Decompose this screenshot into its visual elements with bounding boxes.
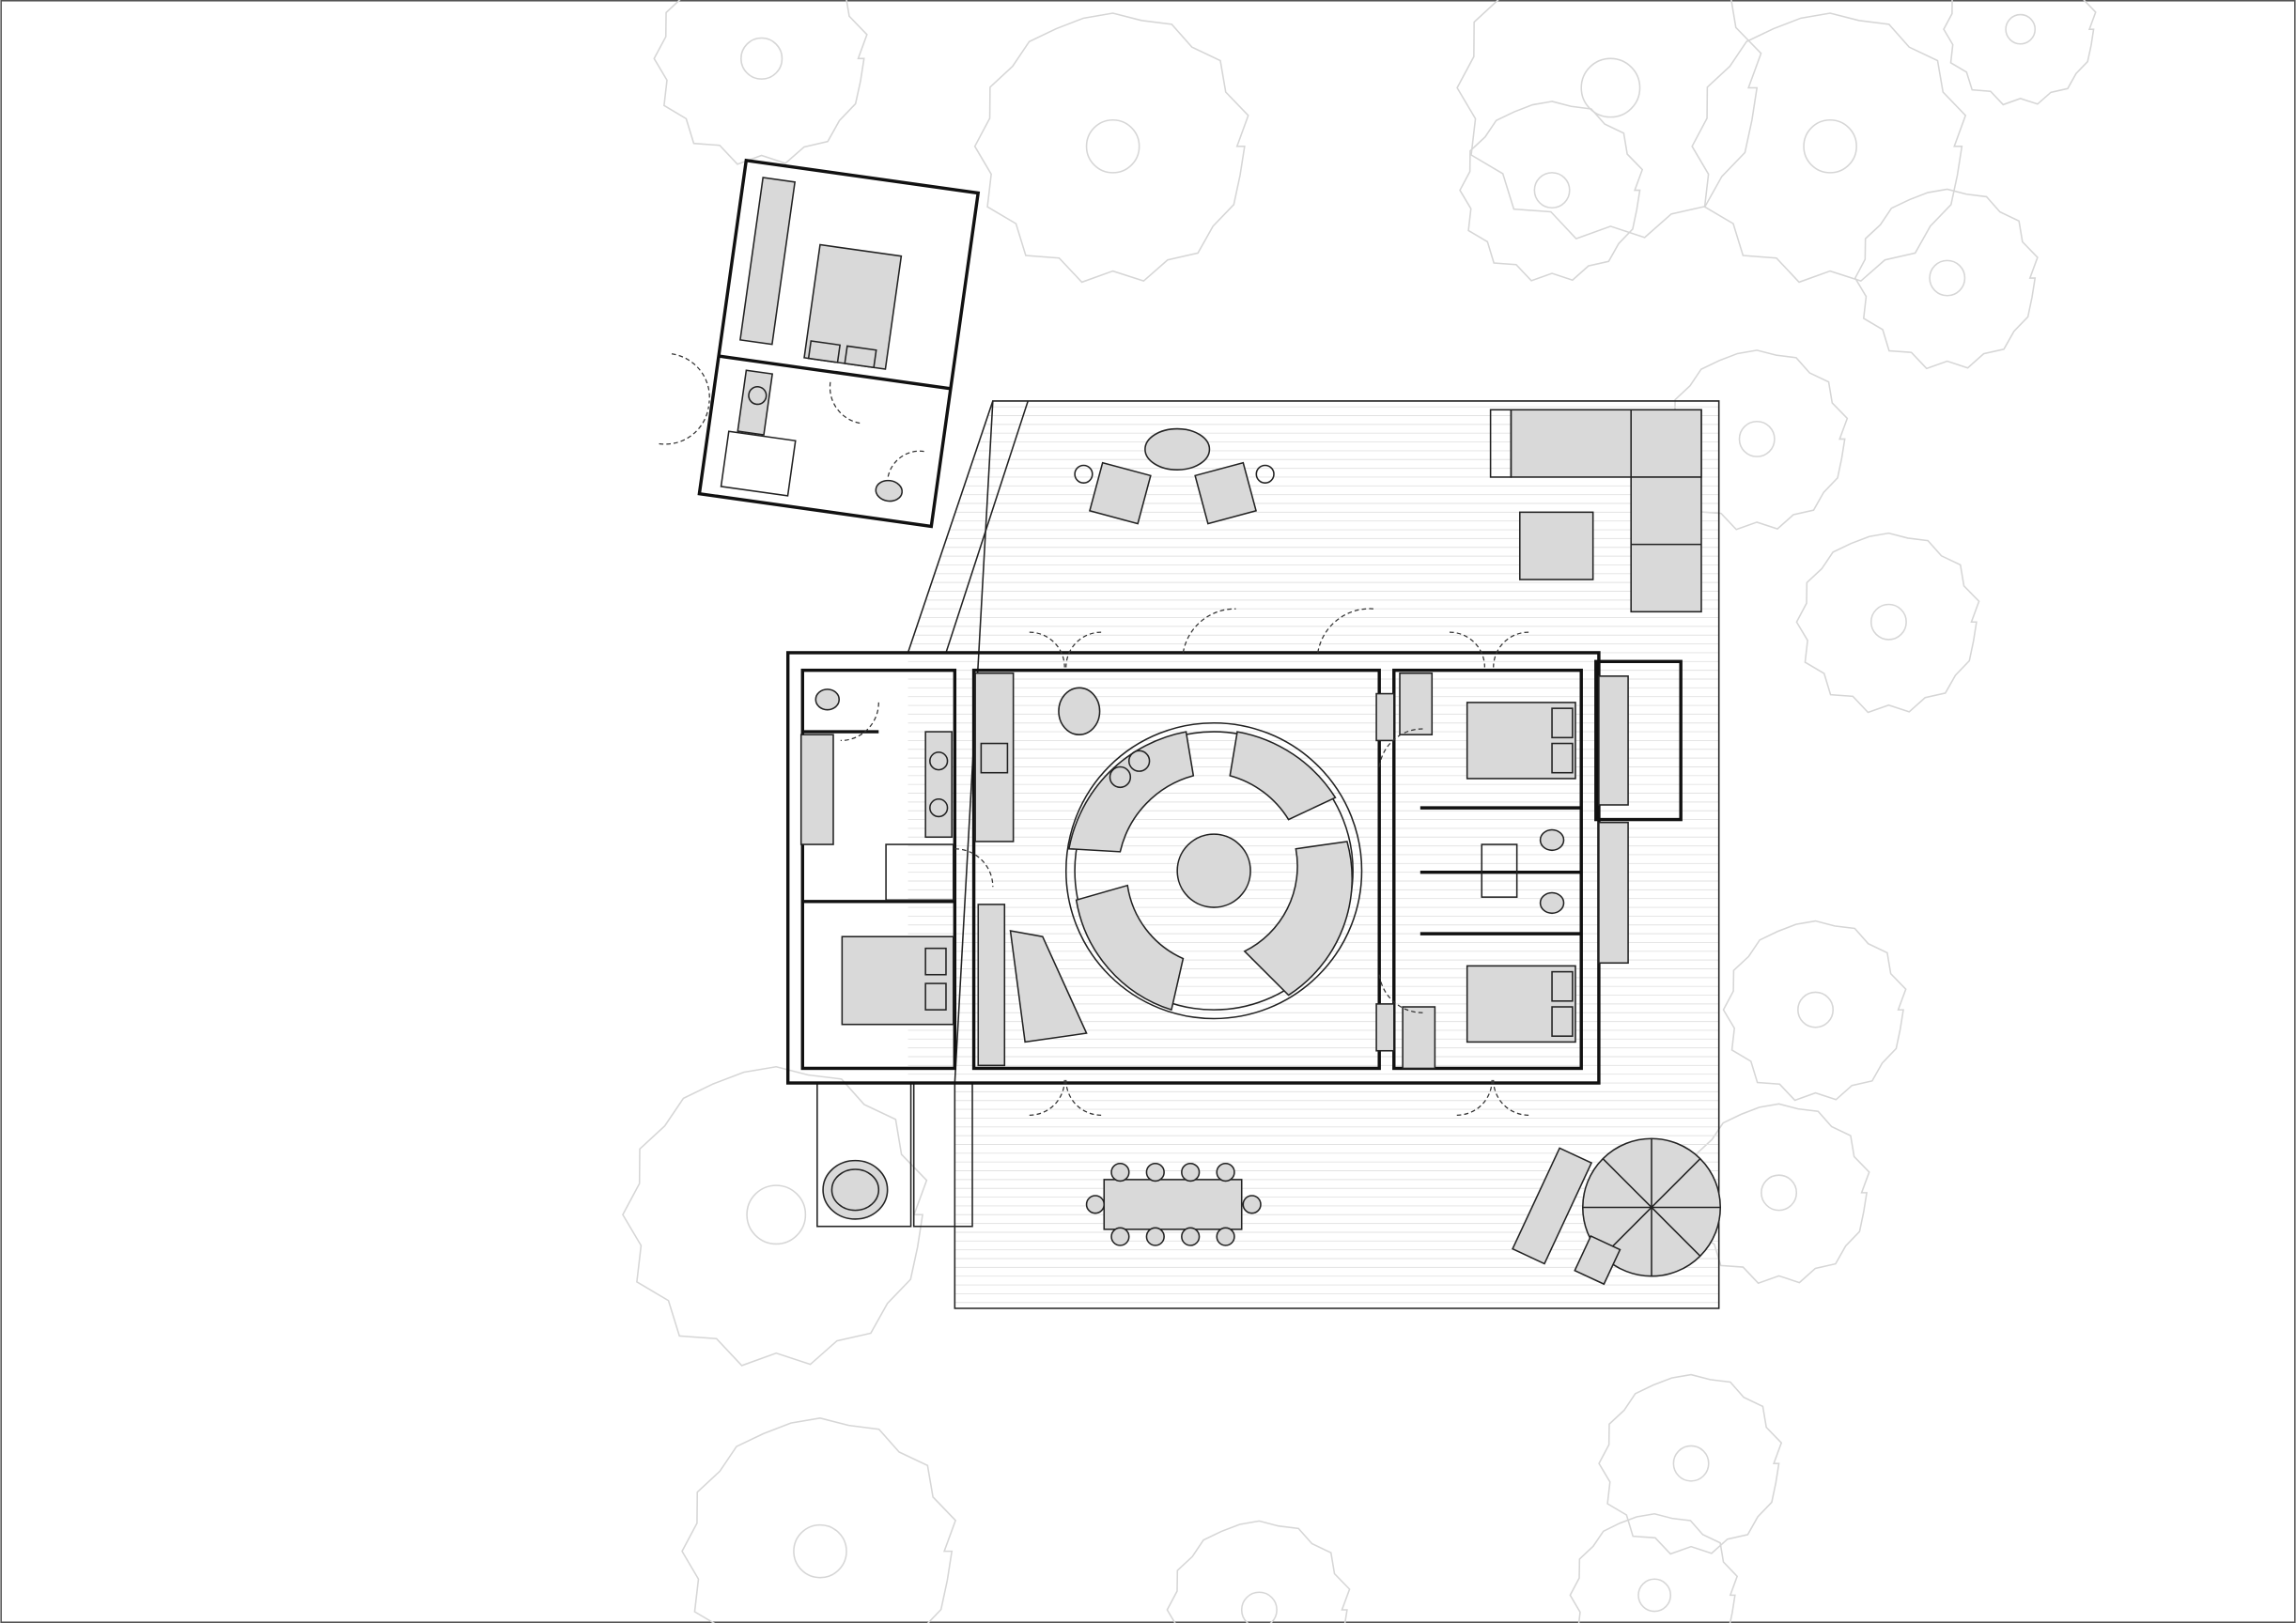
tree-icon — [1598, 1373, 1783, 1555]
tree-icon — [1722, 920, 1907, 1102]
tree-icon — [1569, 1512, 1739, 1623]
chair — [1145, 1227, 1165, 1246]
coffee-table — [1176, 833, 1251, 908]
chair — [1145, 1162, 1165, 1182]
tree-icon — [1456, 0, 1762, 240]
tree-icon — [681, 1417, 957, 1623]
tree-icon — [1795, 532, 1980, 714]
chair — [1181, 1162, 1201, 1182]
trees — [622, 0, 2097, 1623]
tree-icon — [1166, 1520, 1351, 1623]
tree-icon — [653, 0, 868, 165]
tree-icon — [622, 1065, 928, 1367]
chair — [1085, 1195, 1106, 1214]
dining-table — [1103, 1179, 1243, 1230]
tree-icon — [1943, 0, 2097, 106]
main-house — [785, 608, 1683, 1116]
sun-lounger — [1512, 1147, 1593, 1265]
tree-icon — [1459, 100, 1644, 282]
tree-icon — [973, 12, 1249, 284]
chair — [1110, 1162, 1130, 1182]
outdoor-furniture — [822, 409, 1722, 1286]
chair — [1242, 1195, 1262, 1214]
tree-icon — [1854, 188, 2039, 370]
chair — [1216, 1162, 1235, 1182]
guest-house — [659, 158, 981, 529]
chair — [1110, 1227, 1130, 1246]
chair — [1216, 1227, 1235, 1246]
circular-lounge — [1064, 721, 1363, 1020]
tree-icon — [1691, 12, 1967, 284]
chair — [1181, 1227, 1201, 1246]
